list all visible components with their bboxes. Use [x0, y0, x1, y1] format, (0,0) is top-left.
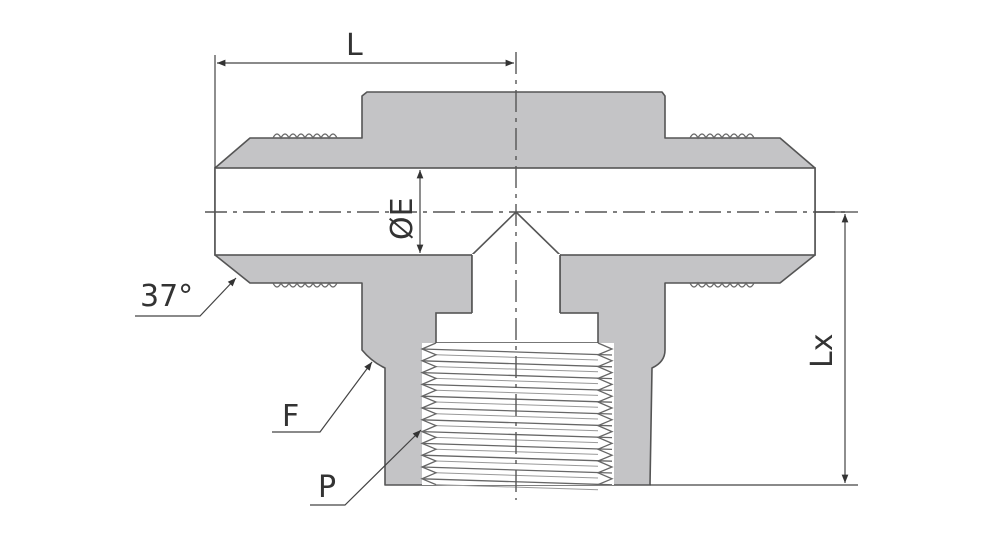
counterbore [435, 312, 599, 344]
label-37-degree: 37° [140, 279, 193, 314]
pipe-thread [420, 342, 614, 491]
label-lx: Lx [805, 334, 840, 368]
label-l: L [346, 28, 363, 63]
label-e: ØE [385, 197, 420, 240]
label-p: P [318, 470, 336, 505]
tube-threads [272, 133, 755, 288]
label-f: F [282, 399, 299, 434]
